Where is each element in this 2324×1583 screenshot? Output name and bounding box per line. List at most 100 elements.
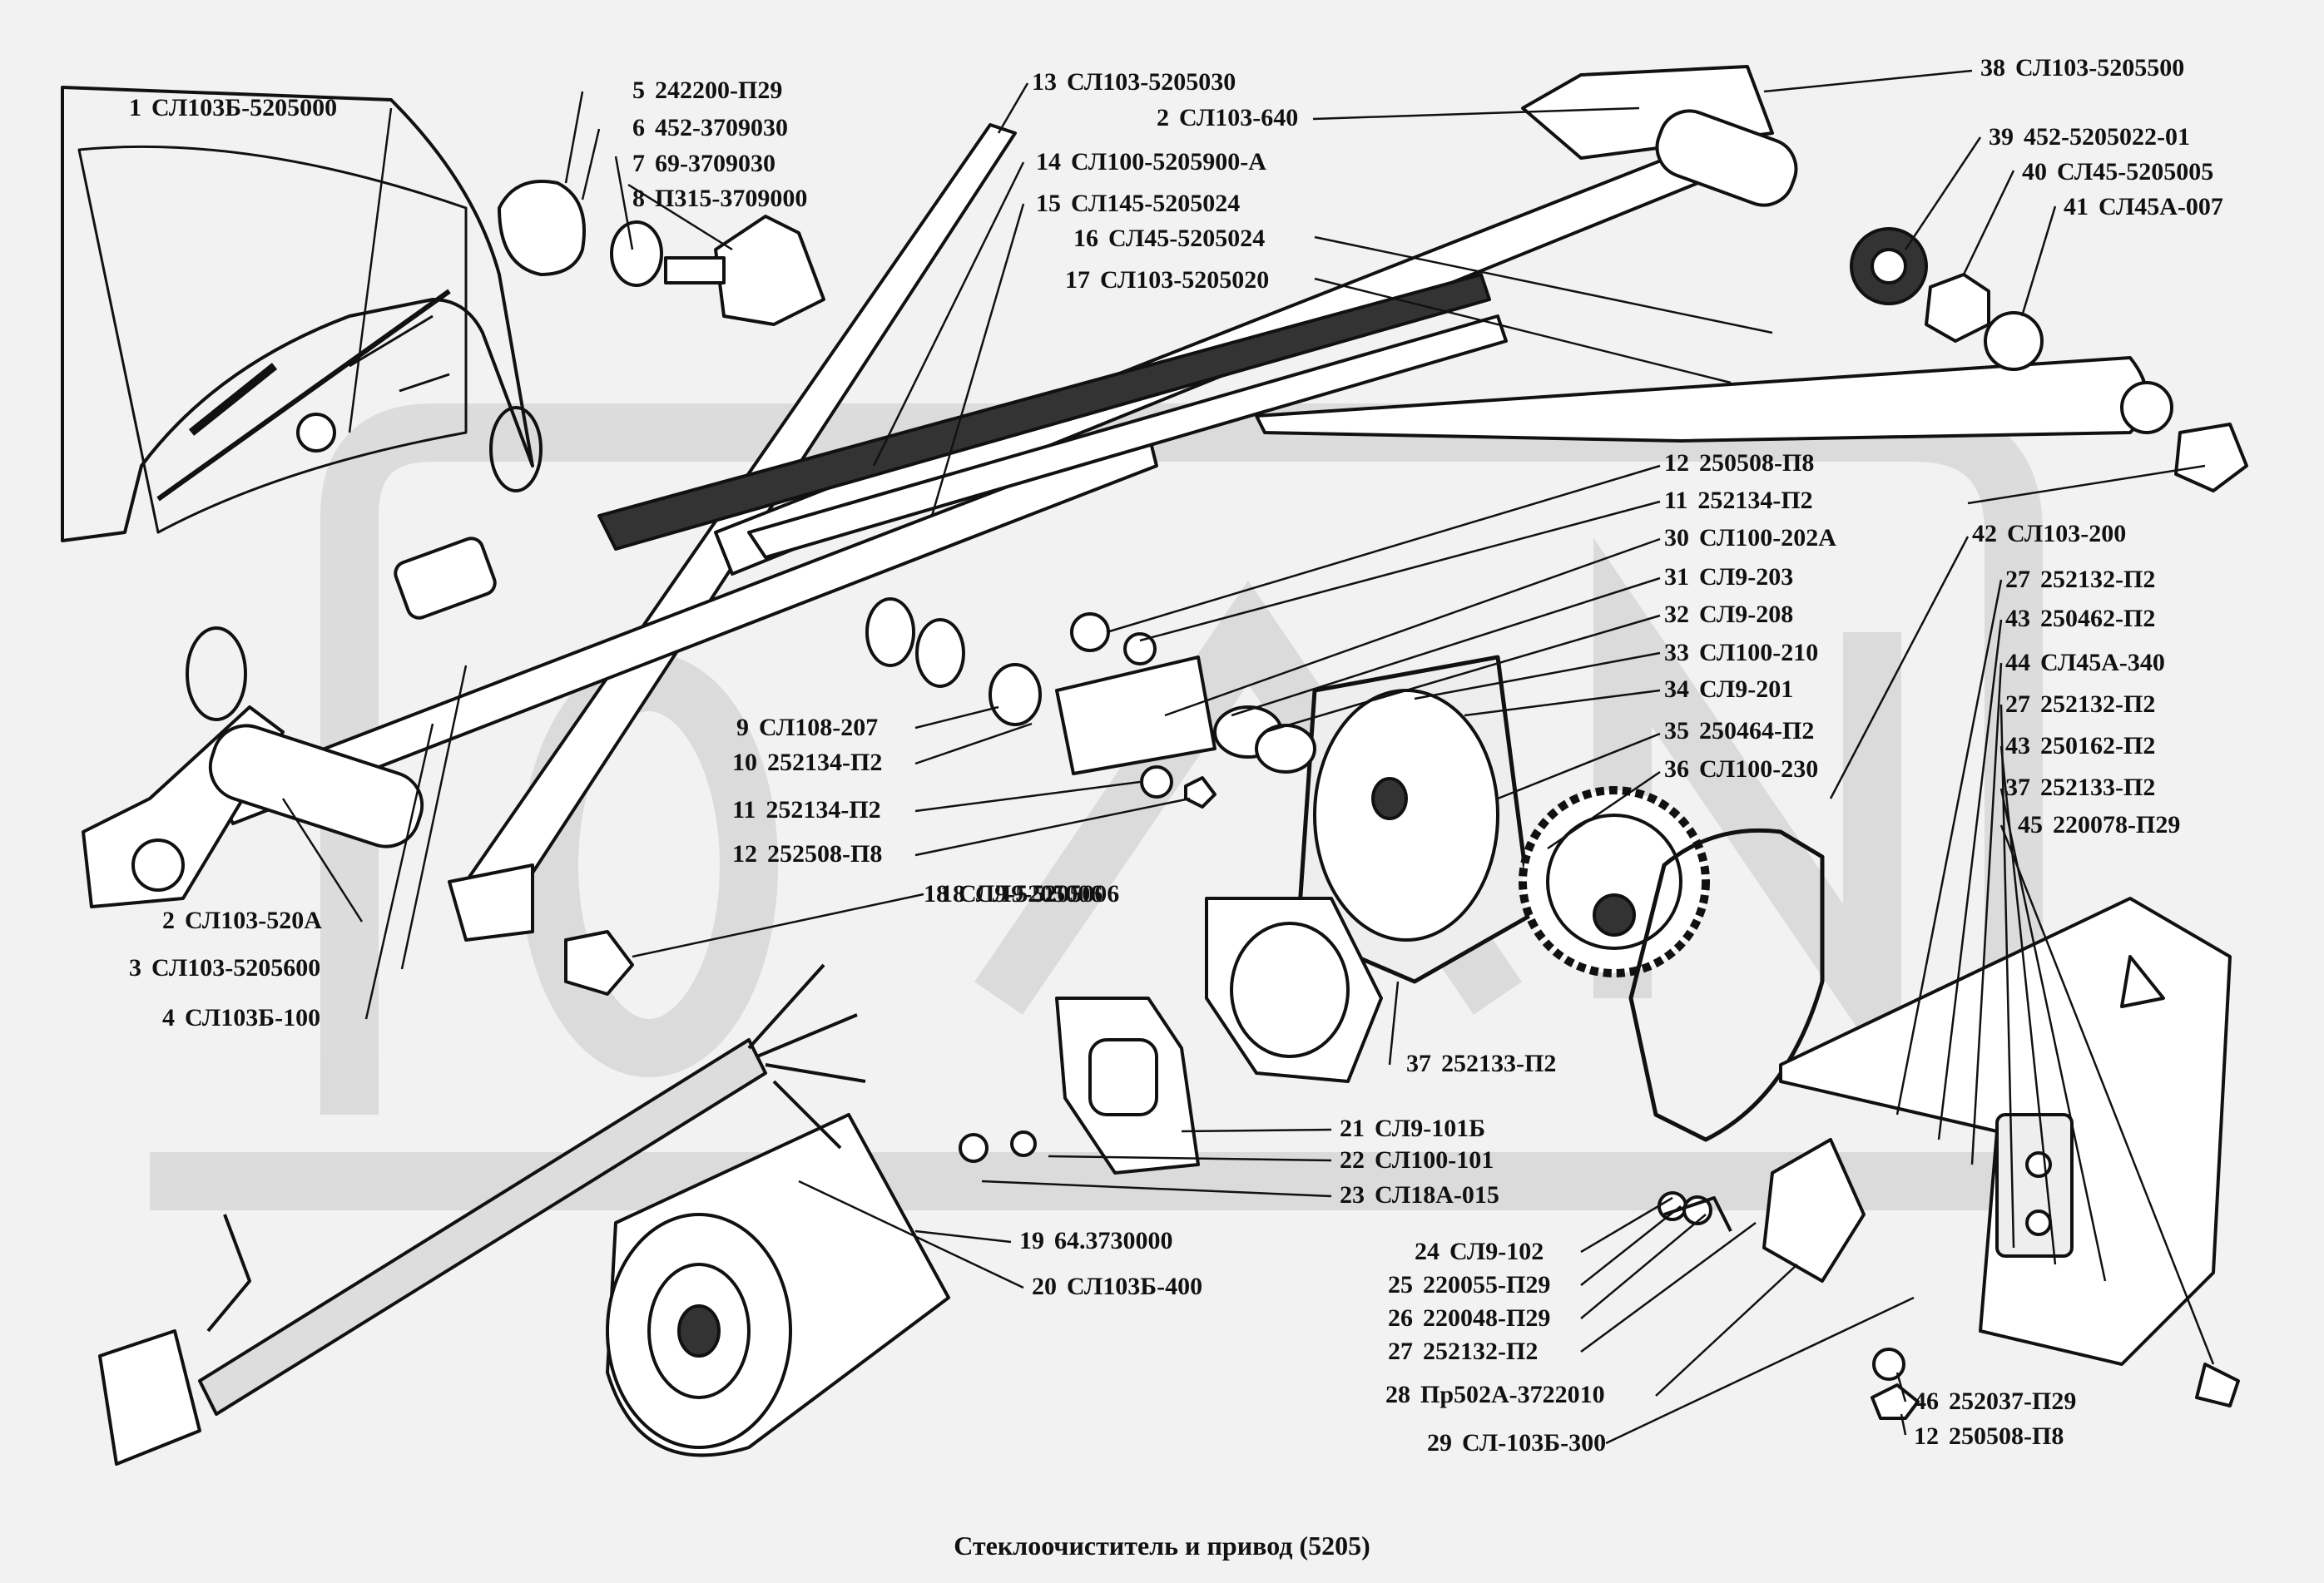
callout-number: 46 [1914, 1388, 1939, 1415]
nut-40 [1925, 273, 1990, 343]
pivot-shaft-right [1655, 109, 1798, 207]
callout-part-code: СЛ103-520А [185, 907, 322, 934]
callout-part-code: 252133-П2 [2040, 774, 2156, 801]
callout-part-code: СЛ103-5205020 [1100, 266, 1270, 294]
callout-number: 37 [2005, 774, 2030, 801]
callout-number: 11 [732, 796, 756, 824]
callout-label: 3 СЛ103-5205600 [129, 954, 320, 982]
callout-part-code: 252037-П29 [1949, 1388, 2077, 1415]
callout-part-code: 250508-П8 [1699, 449, 1815, 477]
callout-number: 6 [632, 114, 645, 141]
leader-lines [281, 69, 2215, 1445]
callout-number: 41 [2064, 193, 2089, 220]
washer-7 [610, 220, 663, 287]
callout-part-code: 250464-П2 [1699, 717, 1815, 745]
knob-6 [498, 180, 586, 276]
nut-12 [1871, 1383, 1920, 1420]
callout-number: 27 [2005, 690, 2030, 718]
callout-part-code: СЛ9-101Б [1375, 1115, 1486, 1142]
callout-number: 43 [2005, 605, 2030, 632]
callout-number: 7 [632, 150, 645, 177]
callout-part-code: 252133-П2 [1441, 1050, 1557, 1077]
callout-part-code: СЛ108-207 [759, 714, 879, 741]
terminal-28 [1762, 1138, 1866, 1283]
callout-part-code: СЛ9-5205006 [975, 880, 1120, 908]
callout-label: 12 250508-П8 [1914, 1422, 2064, 1451]
callout-part-code: СЛ103-5205500 [2015, 54, 2185, 82]
gasket-21 [1055, 997, 1200, 1175]
callout-part-code: 252132-П2 [2040, 690, 2156, 718]
callout-part-code: 252134-П2 [766, 796, 881, 824]
callout-part-code: 220055-П29 [1423, 1271, 1551, 1299]
cover-gasket-24 [1628, 828, 1825, 1142]
callout-part-code: СЛ9-208 [1699, 601, 1794, 628]
callout-number: 42 [1972, 520, 1997, 547]
callout-number: 23 [1340, 1181, 1365, 1209]
callout-part-code: 252134-П2 [1697, 487, 1813, 514]
callout-number: 1 [129, 94, 141, 121]
callout-part-code: СЛ100-210 [1699, 639, 1819, 666]
callout-number: 12 [1664, 449, 1689, 477]
callout-part-code: 64.3730000 [1054, 1227, 1173, 1254]
callout-part-code: 452-5205022-01 [2024, 123, 2190, 151]
callout-part-code: СЛ103-640 [1179, 104, 1299, 131]
callout-label: 29 СЛ-103Б-300 [1427, 1429, 1606, 1457]
callout-number: 24 [1415, 1238, 1439, 1265]
callout-label: 14 СЛ100-5205900-А [1036, 148, 1266, 176]
pivot-shaft-left [208, 724, 424, 848]
callout-number: 3 [129, 954, 141, 982]
cab-outline [61, 86, 534, 542]
windscreen [77, 145, 468, 534]
callout-number: 31 [1664, 563, 1689, 591]
callout-part-code: СЛ-103Б-300 [1462, 1429, 1607, 1457]
callout-number: 18 [940, 880, 965, 908]
callout-part-code: 252132-П2 [2040, 566, 2156, 593]
callout-number: 26 [1388, 1304, 1413, 1332]
callout-part-code: СЛ45-5205005 [2057, 158, 2214, 186]
callout-number: 19 [1019, 1227, 1044, 1254]
cap-nut-18-left [564, 930, 634, 996]
callout-part-code: 252134-П2 [767, 749, 883, 776]
callout-number: 12 [732, 840, 757, 868]
callout-part-code: СЛ103Б-400 [1067, 1273, 1203, 1300]
callout-part-code: 452-3709030 [655, 114, 788, 141]
callout-number: 38 [1980, 54, 2005, 82]
callout-part-code: 250508-П8 [1949, 1422, 2064, 1450]
callout-number: 5 [632, 77, 645, 104]
bolt-45 [2195, 1363, 2240, 1407]
callout-number: 29 [1427, 1429, 1452, 1457]
connector-block [98, 1329, 201, 1466]
callout-part-code: П315-3709000 [655, 185, 808, 212]
callout-number: 12 [1914, 1422, 1939, 1450]
callout-part-code: СЛ9-5205006 [959, 880, 1103, 908]
callout-part-code: СЛ103-5205600 [151, 954, 321, 982]
callout-label: 27 252132-П2 [2005, 690, 2155, 719]
callout-number: 14 [1036, 148, 1061, 176]
callout-number: 25 [1388, 1271, 1413, 1299]
callout-part-code: СЛ100-5205900-А [1071, 148, 1266, 176]
wiper-blade [597, 273, 1491, 551]
callout-number: 13 [1032, 68, 1057, 96]
